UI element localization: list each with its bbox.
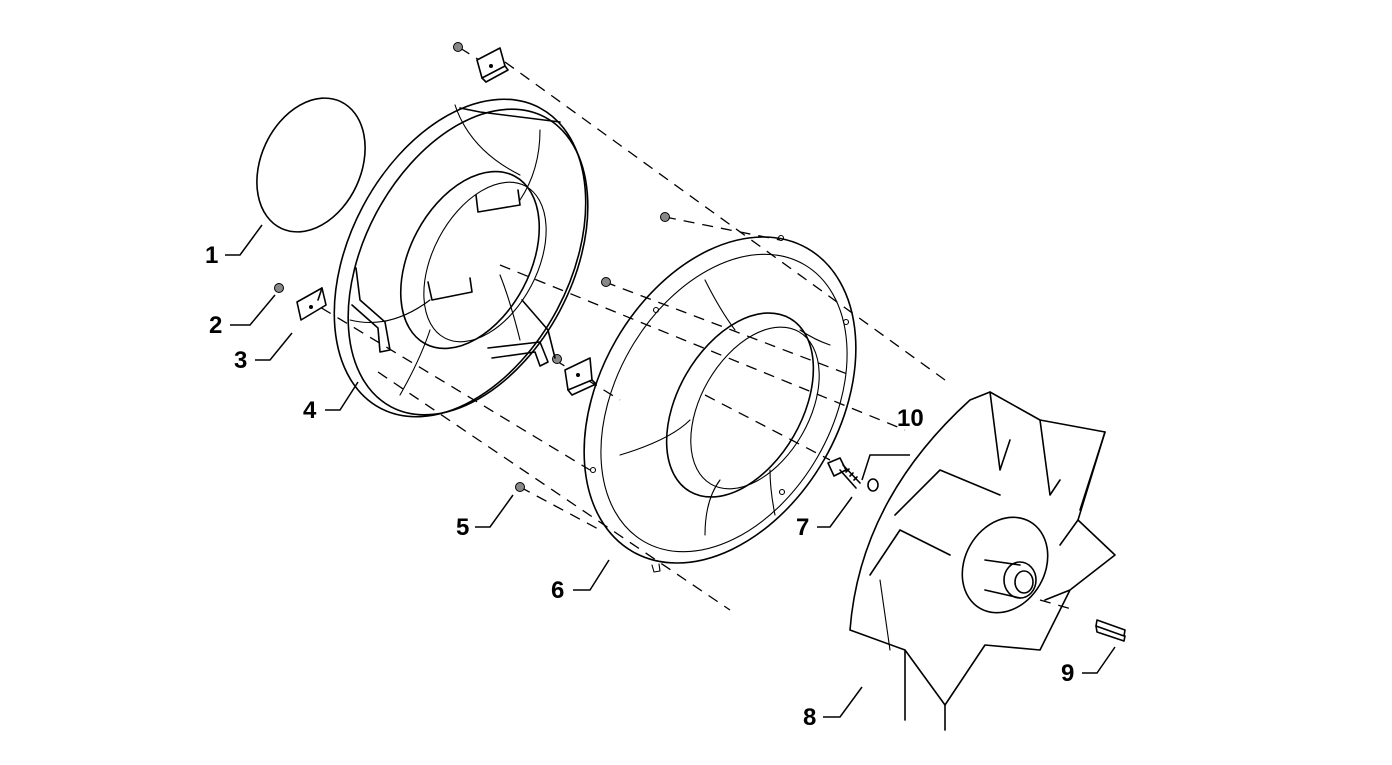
callout-6: 6 [551,577,564,604]
callout-2: 2 [209,312,222,339]
part-10-washer [867,478,879,492]
part-7-bolt [827,457,861,489]
callout-3: 3 [234,347,247,374]
part-4-inlet-housing [333,98,589,418]
callout-5: 5 [456,514,469,541]
part-6-back-plate [583,234,857,573]
part-1-gasket [256,97,366,233]
callout-1: 1 [205,242,218,269]
part-9-key [1095,619,1126,642]
callout-9: 9 [1061,660,1074,687]
alignment-lines [304,47,1076,611]
part-3-clip [296,47,597,396]
callout-7: 7 [796,514,809,541]
callouts: 1 2 3 4 5 6 7 8 9 10 [205,242,1074,731]
callout-4: 4 [303,397,317,424]
callout-8: 8 [803,704,816,731]
leader-lines [225,224,1116,718]
part-8-blower-wheel [849,391,1116,731]
callout-10: 10 [897,405,924,432]
